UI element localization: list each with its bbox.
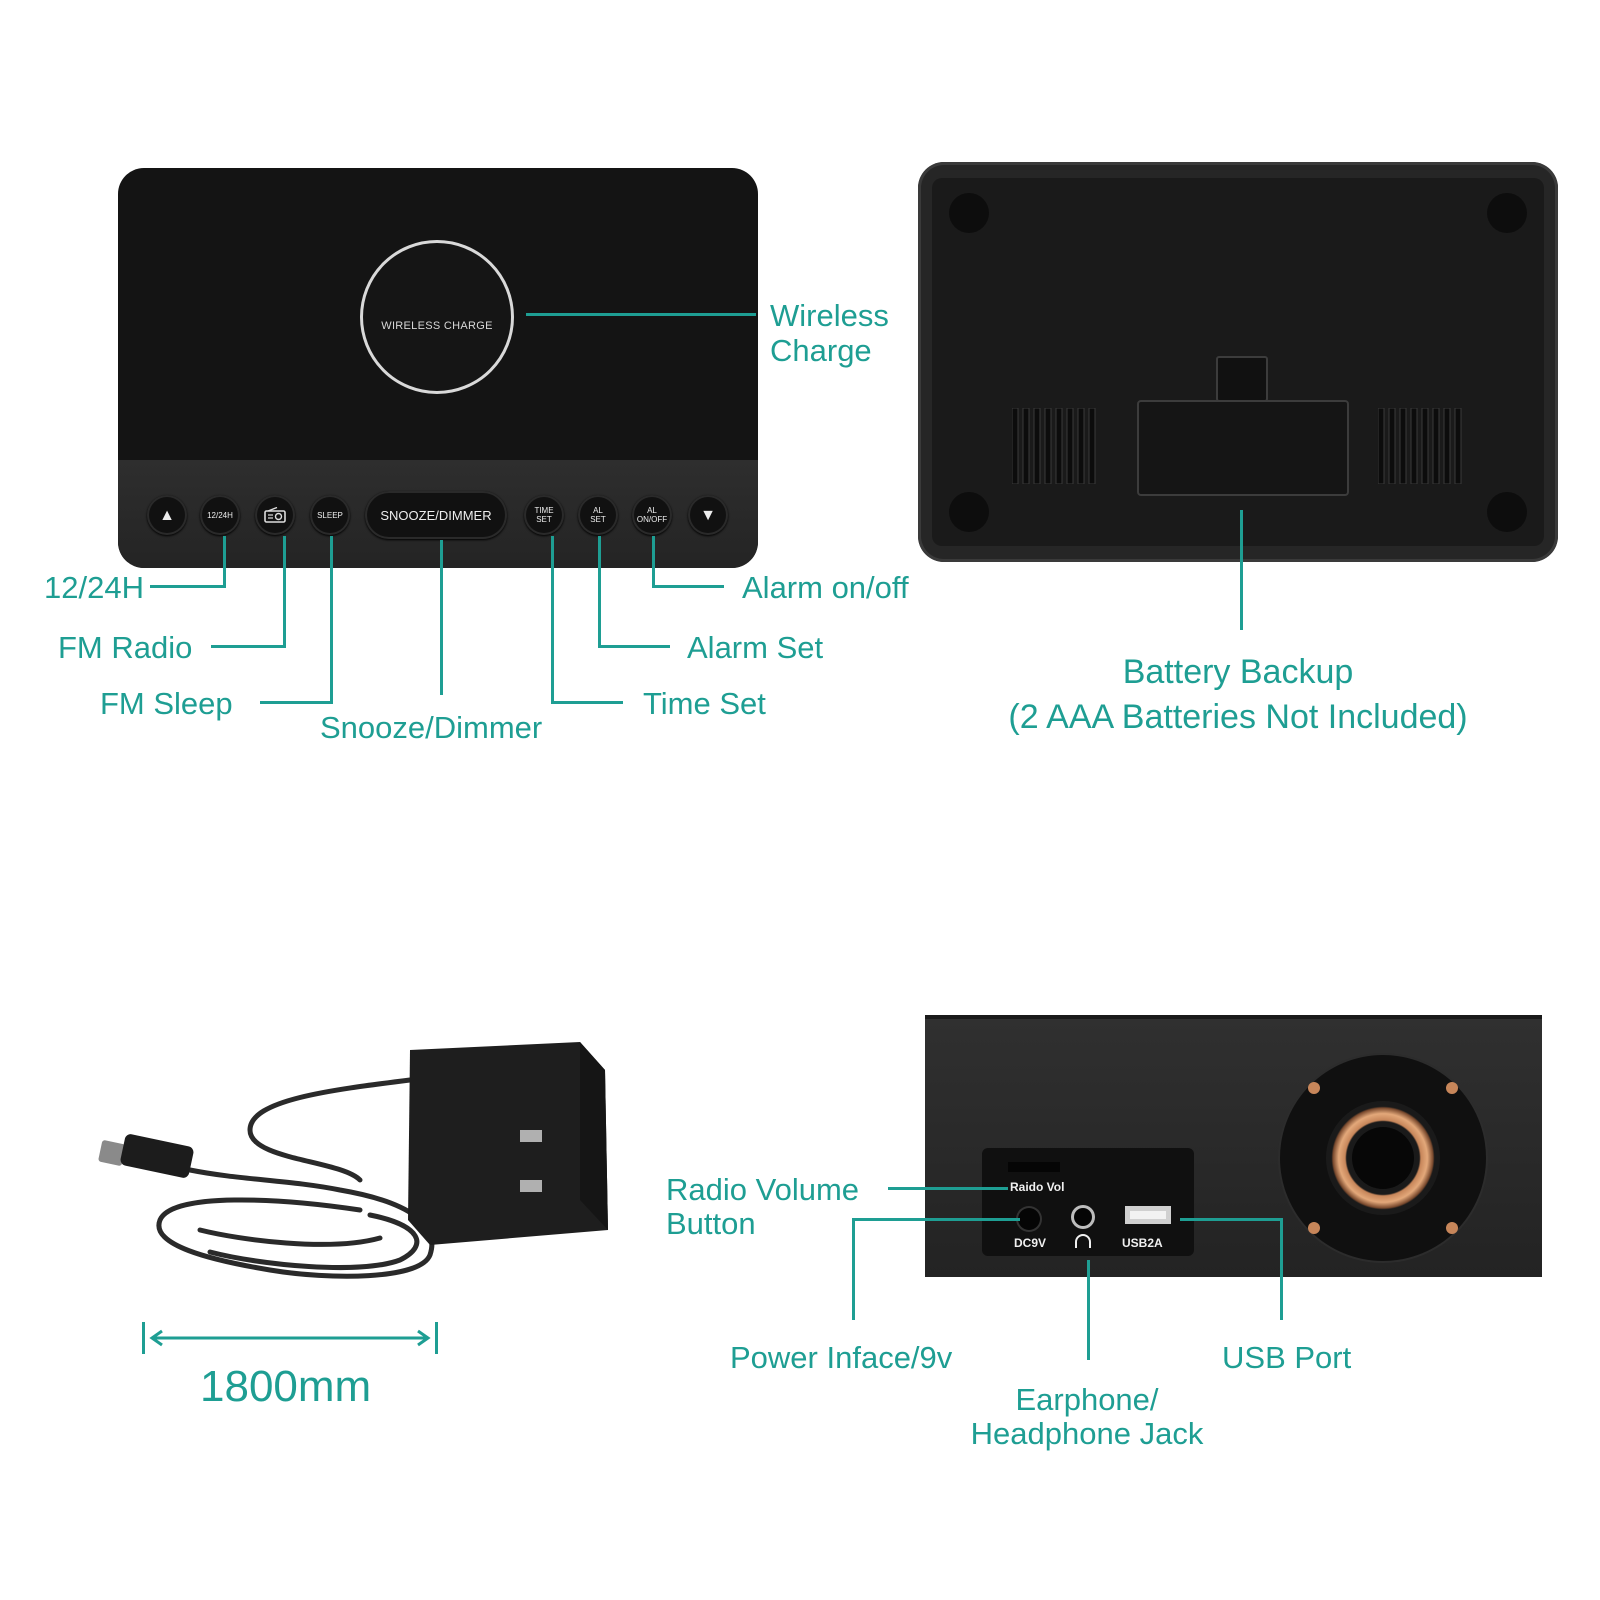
dc-power-jack[interactable] (1018, 1208, 1040, 1230)
label-power-interface: Power Inface/9v (730, 1340, 953, 1375)
leader-earphone-v (1087, 1260, 1090, 1360)
label-usb-port: USB Port (1222, 1340, 1352, 1375)
label-fm-sleep: FM Sleep (100, 686, 233, 721)
leader-fm-sleep-v (330, 536, 333, 704)
alarm-on-off-button[interactable]: AL ON/OFF (632, 495, 672, 535)
leader-battery (1240, 510, 1243, 630)
wireless-charge-pad (360, 240, 514, 394)
leader-radio-volume (888, 1187, 1008, 1190)
power-adapter-image (98, 1042, 608, 1279)
down-button[interactable]: ▼ (688, 495, 728, 535)
headphone-icon (1075, 1234, 1091, 1248)
headphone-jack[interactable] (1074, 1208, 1092, 1226)
speaker-screw (1308, 1082, 1320, 1094)
speaker-cone (1352, 1127, 1414, 1189)
usb-port[interactable] (1125, 1206, 1171, 1224)
leader-power-h (852, 1218, 1020, 1221)
sleep-button[interactable]: SLEEP (310, 495, 350, 535)
radio-volume-wheel[interactable] (1008, 1162, 1060, 1172)
label-radio-volume-line2: Button (666, 1206, 756, 1241)
dimension-tick-left (142, 1322, 145, 1354)
label-battery-line1: Battery Backup (1122, 653, 1354, 691)
label-time-set: Time Set (643, 686, 766, 721)
stand-tab (1216, 356, 1268, 402)
vent-grille (1378, 408, 1462, 484)
leader-wireless (526, 313, 756, 316)
rubber-foot (949, 492, 989, 532)
time-set-button[interactable]: TIME SET (524, 495, 564, 535)
usb2a-text: USB2A (1122, 1236, 1163, 1250)
label-fm-radio: FM Radio (58, 630, 193, 665)
speaker-screw (1446, 1082, 1458, 1094)
label-wireless-line2: Charge (770, 333, 872, 368)
label-alarm-set: Alarm Set (687, 630, 824, 665)
dimension-tick-right (435, 1322, 438, 1354)
leader-snooze-v (440, 540, 443, 695)
wireless-charge-pad-text: WIRELESS CHARGE (381, 320, 493, 332)
12-24h-button[interactable]: 12/24H (200, 495, 240, 535)
label-battery-line2: (2 AAA Batteries Not Included) (1008, 698, 1468, 736)
leader-fm-radio-v (283, 536, 286, 648)
leader-12-24h-h (150, 585, 226, 588)
label-earphone-line2: Headphone Jack (970, 1416, 1204, 1451)
rubber-foot (1487, 492, 1527, 532)
label-wireless-line1: Wireless (770, 298, 889, 333)
vent-grille (1012, 408, 1096, 484)
dimension-arrow (149, 1329, 431, 1347)
radio-icon (264, 507, 286, 523)
label-alarm-onoff: Alarm on/off (742, 570, 909, 605)
leader-alarm-set-v (598, 536, 601, 648)
label-cable-length: 1800mm (200, 1362, 372, 1411)
dc9v-text: DC9V (1014, 1236, 1047, 1250)
rubber-foot (949, 193, 989, 233)
radio-vol-text: Raido Vol (1010, 1180, 1065, 1194)
snooze-dimmer-button[interactable]: SNOOZE/DIMMER (365, 491, 507, 539)
leader-time-set-v (551, 536, 554, 704)
leader-usb-v (1280, 1218, 1283, 1320)
alarm-set-button[interactable]: AL SET (578, 495, 618, 535)
label-earphone-line1: Earphone/ (1015, 1382, 1159, 1417)
label-radio-volume-line1: Radio Volume (666, 1172, 860, 1207)
leader-usb-h (1180, 1218, 1282, 1221)
leader-time-set-h (551, 701, 623, 704)
leader-alarm-set-h (598, 645, 670, 648)
rubber-foot (1487, 193, 1527, 233)
battery-door (1137, 400, 1349, 496)
leader-power-v (852, 1218, 855, 1320)
leader-fm-sleep-h (260, 701, 333, 704)
leader-alarm-onoff-v (652, 536, 655, 588)
label-12-24h: 12/24H (44, 570, 144, 605)
leader-fm-radio-h (211, 645, 286, 648)
label-snooze-dimmer: Snooze/Dimmer (320, 710, 543, 745)
speaker-screw (1446, 1222, 1458, 1234)
leader-alarm-onoff-h (652, 585, 724, 588)
radio-button[interactable] (255, 495, 295, 535)
up-button[interactable]: ▲ (147, 495, 187, 535)
speaker-screw (1308, 1222, 1320, 1234)
leader-12-24h-v (223, 536, 226, 588)
